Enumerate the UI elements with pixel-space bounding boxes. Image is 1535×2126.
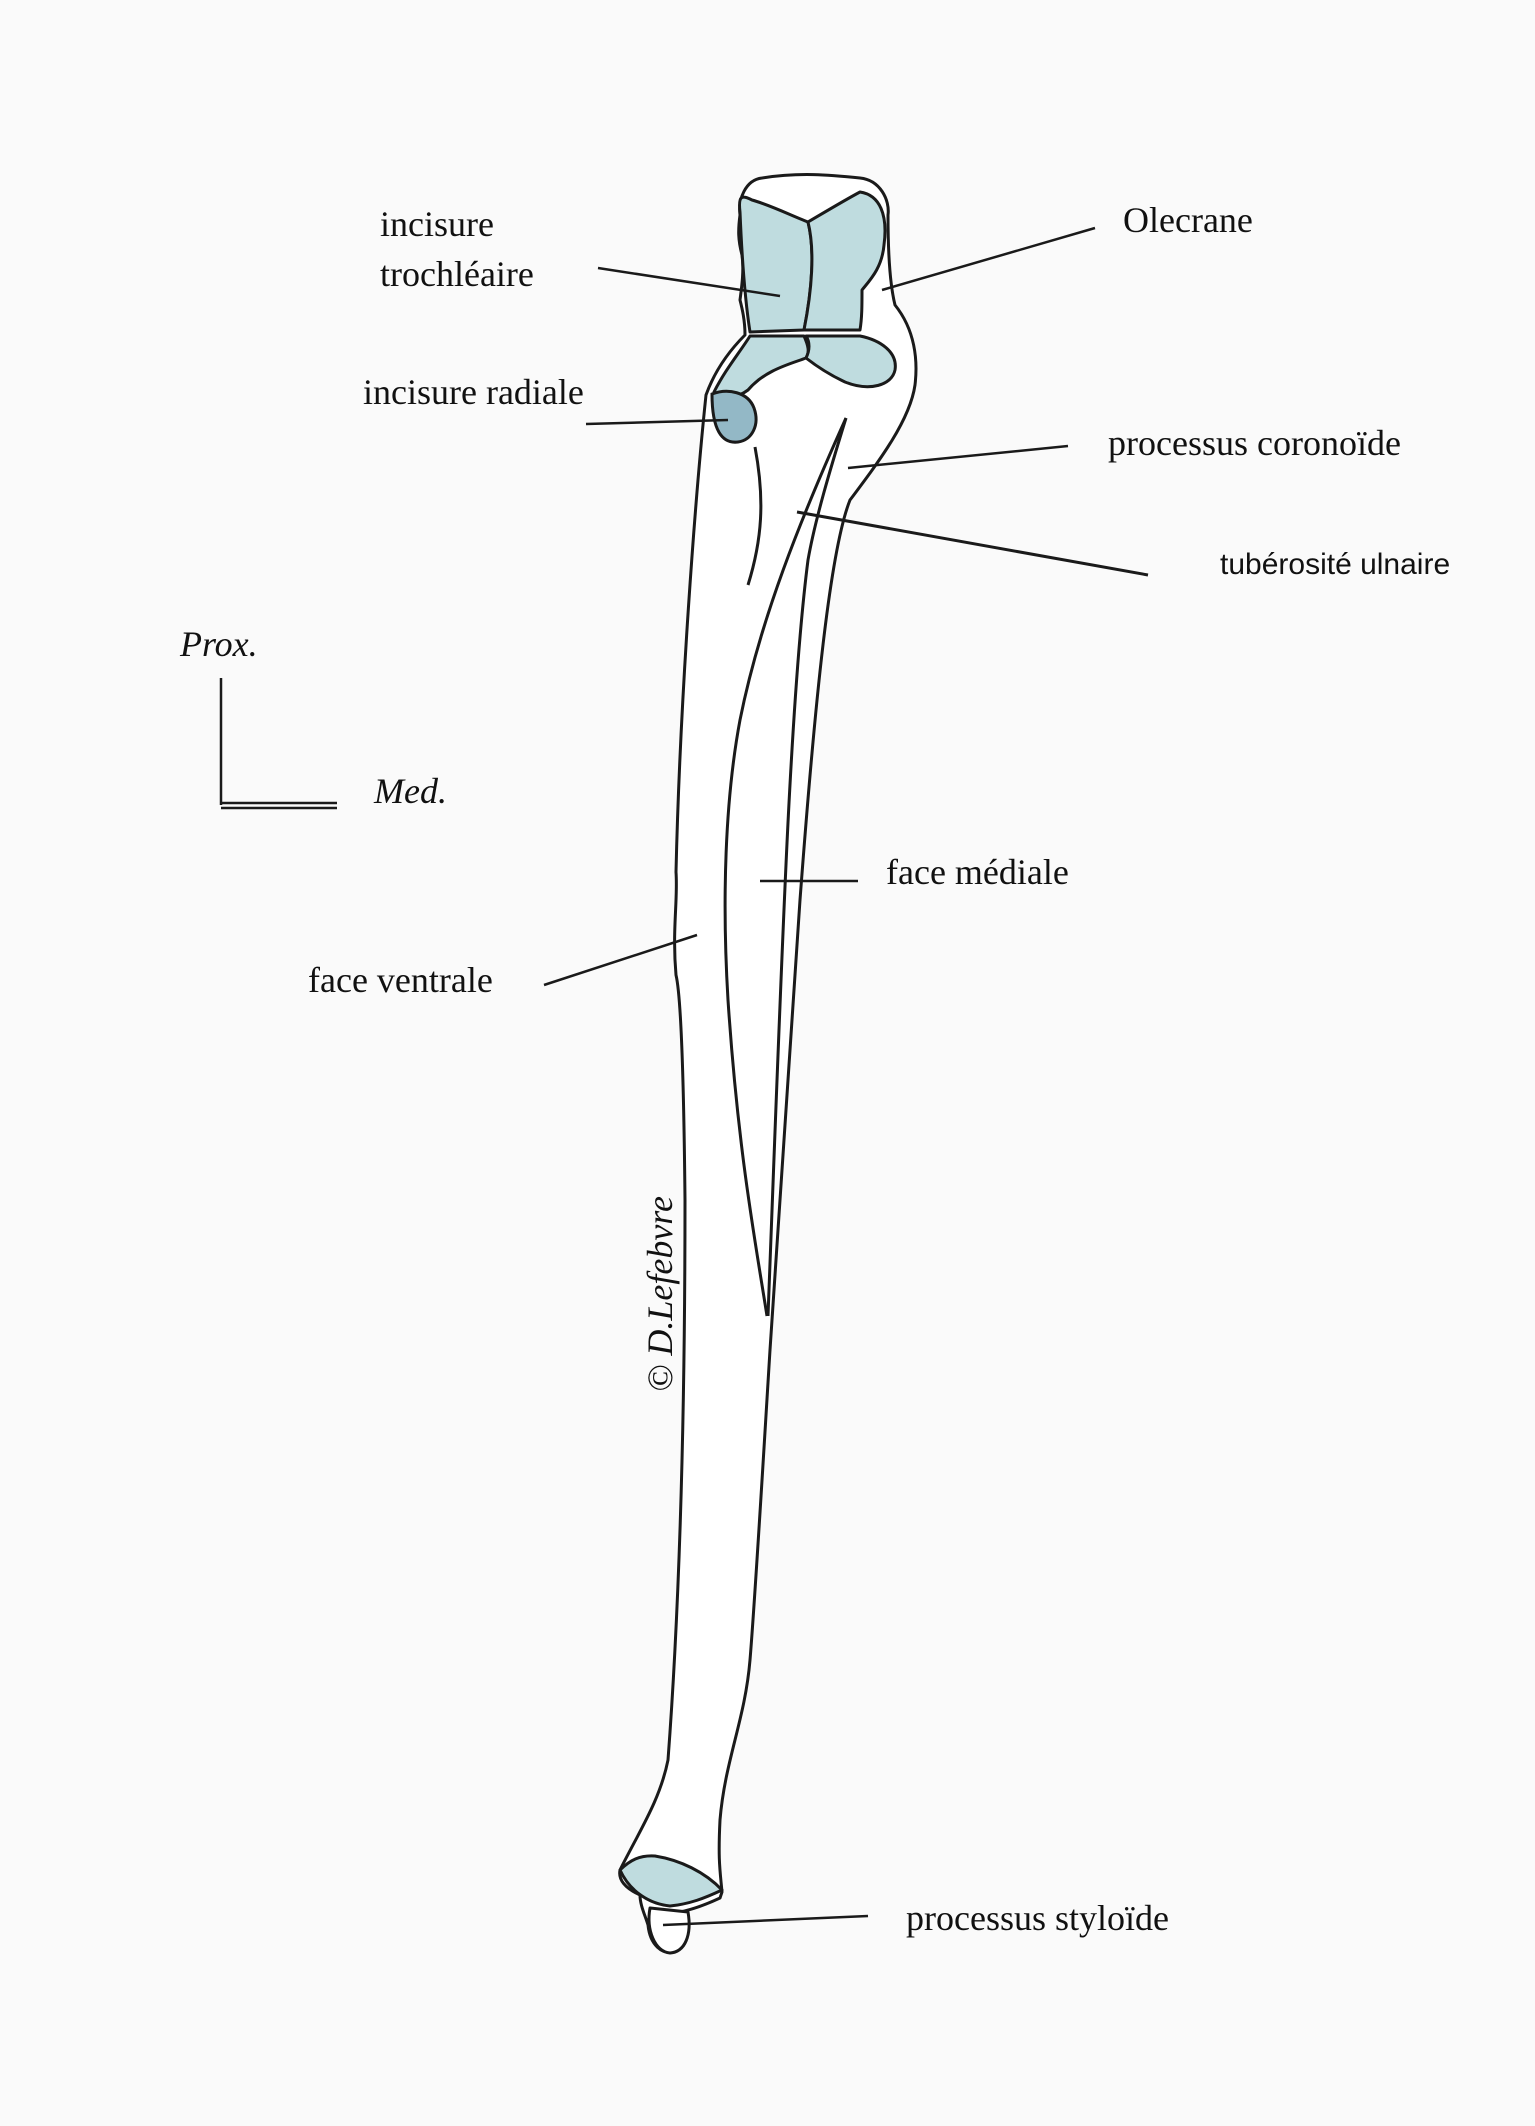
label-face-ventrale: face ventrale: [308, 960, 493, 1000]
label-trochleaire: trochléaire: [380, 254, 534, 294]
label-tuberosite-ulnaire: tubérosité ulnaire: [1220, 548, 1450, 581]
label-processus-styloide: processus styloïde: [906, 1898, 1169, 1938]
label-olecrane: Olecrane: [1123, 200, 1253, 240]
label-incisure-radiale: incisure radiale: [363, 372, 584, 412]
orientation-med-label: Med.: [373, 771, 447, 811]
orientation-prox-label: Prox.: [179, 624, 258, 664]
label-face-mediale: face médiale: [886, 852, 1069, 892]
label-incisure: incisure: [380, 204, 494, 244]
label-processus-coronoide: processus coronoïde: [1108, 423, 1401, 463]
credit-text: © D.Lefebvre: [640, 1196, 680, 1392]
